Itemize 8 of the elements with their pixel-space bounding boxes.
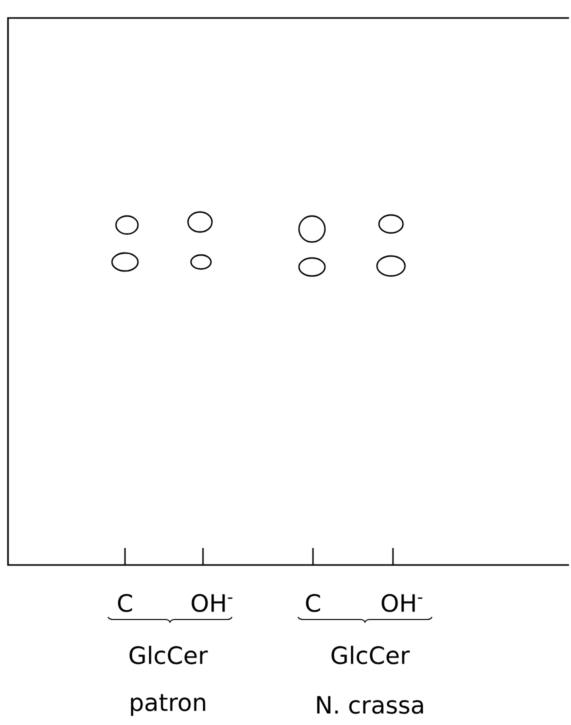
sample-label: N. crassa bbox=[317, 696, 423, 714]
lane-label: OH$^{-}$ bbox=[382, 594, 422, 612]
sample-label: GlcCer bbox=[130, 646, 208, 664]
lane-label: C bbox=[306, 594, 320, 612]
lane-label: C bbox=[118, 594, 132, 612]
lane-label: OH$^{-}$ bbox=[192, 594, 232, 612]
sample-label: GlcCer bbox=[332, 646, 410, 664]
sample-label: patron bbox=[131, 694, 206, 716]
